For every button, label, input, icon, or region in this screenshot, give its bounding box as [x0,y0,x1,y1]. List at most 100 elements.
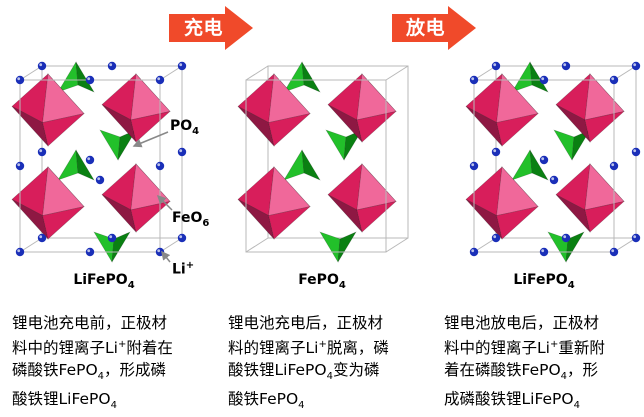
li-ion-sphere [609,75,619,85]
annotation-po4: PO4 [170,118,200,137]
po4-tetrahedron-face [75,61,95,93]
li-ion-highlight [179,235,183,239]
po4-tetrahedron-face [111,231,131,263]
desc-line: 酸铁FePO4 [228,390,305,412]
description-panel-2: 锂电池充电后，正极材 料的锂离子Li+脱离，磷 酸铁锂LiFePO4变为磷 酸铁… [228,312,433,417]
desc-line: 磷酸铁FePO4，形成磷 [12,361,167,383]
feo6-octahedron-face [555,163,591,211]
unit-cell-depth-edge [473,65,497,81]
li-ion-highlight [179,63,183,67]
li-ion-sphere [177,61,187,71]
li-ion-sphere [85,155,95,165]
unit-cell-depth-edge [473,237,497,253]
desc-line: 料的锂离子Li+脱离，磷 [228,339,389,358]
li-ion-sphere [15,247,25,257]
unit-cell-depth-edge [385,237,409,253]
li-ion-sphere [631,147,641,157]
feo6-octahedron-face [11,106,49,148]
po4-tetrahedron-face [319,231,341,263]
po4-tetrahedron-face [301,61,321,93]
li-ion-sphere [561,61,571,71]
feo6-octahedron-face [327,73,363,121]
desc-line: 料中的锂离子Li+重新附 [444,339,605,358]
li-ion-sphere [15,75,25,85]
li-ion-sphere [107,61,117,71]
feo6-octahedron-face [237,106,275,148]
li-ion-sphere [155,75,165,85]
li-ion-highlight [471,163,475,167]
feo6-octahedron-face [496,113,540,147]
li-ion-sphere [85,247,95,257]
feo6-octahedron-face [327,194,363,234]
feo6-octahedron-face [42,113,86,147]
charge-arrow-label: 充电 [184,17,224,39]
desc-line: 料中的锂离子Li+附着在 [12,339,173,358]
feo6-octahedron-face [268,206,312,240]
li-ion-highlight [563,235,567,239]
po4-tetrahedron-face [99,129,121,161]
li-ion-highlight [493,235,497,239]
li-ion-highlight [39,235,43,239]
feo6-octahedron-face [101,194,137,234]
li-ion-sphere [469,247,479,257]
annotation-feo6: FeO6 [172,210,210,229]
li-ion-sphere [469,161,479,171]
li-ion-highlight [633,149,637,153]
feo6-octahedron-face [268,113,312,147]
po4-tetrahedron-face [343,129,363,161]
li-ion-sphere [631,233,641,243]
li-ion-highlight [39,63,43,67]
li-ion-sphere [631,61,641,71]
po4-tetrahedron-face [529,61,549,93]
li-ion-sphere [561,233,571,243]
li-ion-highlight [611,163,615,167]
li-ion-sphere [491,61,501,71]
desc-line: 锂电池充电后，正极材 [228,314,384,332]
desc-line: 酸铁锂LiFePO4 [12,390,117,412]
li-ion-highlight [87,249,91,253]
li-ion-sphere [539,75,549,85]
li-ion-highlight [471,77,475,81]
li-ion-highlight [17,249,21,253]
li-ion-highlight [493,63,497,67]
li-ion-highlight [633,63,637,67]
po4-tetrahedron-face [553,129,575,161]
unit-cell-depth-edge [19,65,43,81]
po4-tetrahedron-face [325,129,347,161]
po4-tetrahedron-face [117,129,137,161]
description-panel-3: 锂电池放电后，正极材 料中的锂离子Li+重新附 着在磷酸铁FePO4，形 成磷酸… [444,312,644,417]
feo6-octahedron-face [101,73,137,121]
feo6-octahedron-face [327,163,363,211]
formula-panel-2: FePO4 [298,272,346,291]
li-ion-sphere [539,247,549,257]
po4-tetrahedron-face [565,231,585,263]
li-ion-highlight [633,235,637,239]
po4-tetrahedron-face [57,149,79,181]
li-ion-sphere [609,161,619,171]
feo6-octahedron-face [327,104,363,144]
li-ion-sphere [37,61,47,71]
unit-cell-depth-edge [159,65,183,81]
desc-line: 酸铁锂LiFePO4变为磷 [228,361,380,383]
crystal-lifepo4-after [465,61,641,263]
desc-line: 锂电池充电前，正极材 [12,314,168,332]
feo6-octahedron-face [555,73,591,121]
crystal-lifepo4-before [11,61,187,263]
feo6-octahedron-face [465,106,503,148]
li-ion-highlight [157,163,161,167]
li-ion-sphere [549,175,559,185]
feo6-octahedron-face [555,104,591,144]
po4-tetrahedron-face [571,129,591,161]
unit-cell-depth-edge [19,237,43,253]
feo6-octahedron-face [237,73,275,124]
li-ion-sphere [107,233,117,243]
po4-tetrahedron-face [529,149,549,181]
feo6-octahedron-face [465,166,503,217]
unit-cell-depth-edge [613,237,637,253]
li-ion-highlight [87,157,91,161]
li-ion-highlight [563,63,567,67]
li-ion-highlight [97,177,101,181]
li-ion-highlight [179,149,183,153]
li-ion-sphere [469,75,479,85]
li-ion-highlight [157,249,161,253]
